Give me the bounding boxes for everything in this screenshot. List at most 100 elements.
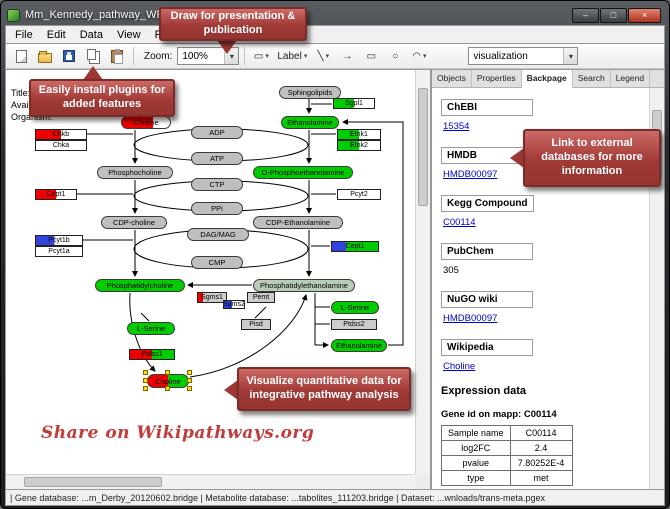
minimize-button[interactable]: –: [572, 7, 599, 23]
paste-icon: [111, 48, 123, 64]
pathway-node-choline[interactable]: Choline: [121, 116, 171, 129]
pathway-node-cdp-ethanolamine[interactable]: CDP-Ethanolamine: [253, 216, 343, 229]
tab-properties[interactable]: Properties: [472, 70, 522, 87]
database-link[interactable]: C00114: [443, 217, 476, 228]
label-tool-button[interactable]: Label▾: [274, 46, 310, 66]
table-cell: C00114: [509, 425, 573, 441]
datanode-tool-icon: ▭: [253, 50, 264, 62]
pathway-node-pemt[interactable]: Pemt: [247, 292, 275, 303]
pathway-node-ctp[interactable]: CTP: [191, 178, 243, 191]
paste-button[interactable]: [106, 46, 128, 66]
pathway-node-sgms2[interactable]: Sgms2: [223, 300, 245, 309]
rect-tool-button[interactable]: ▭: [360, 46, 382, 66]
pathway-node-ptdss2[interactable]: Ptdss2: [331, 319, 377, 330]
pathway-node-ppi[interactable]: PPi: [191, 202, 243, 215]
toolbar-separator: [133, 47, 134, 65]
tab-objects[interactable]: Objects: [432, 70, 472, 87]
pathway-node-phosphocholine[interactable]: Phosphocholine: [97, 166, 173, 179]
pathway-node-l-serine[interactable]: L-Serine: [331, 301, 379, 314]
pathway-node-chkb[interactable]: Chkb: [35, 129, 87, 140]
maximize-button[interactable]: □: [600, 7, 627, 23]
pathway-node-ethanolamine[interactable]: Ethanolamine: [331, 339, 387, 352]
toolbar-separator: [244, 47, 246, 65]
pathway-node-ptdss1[interactable]: Ptdss1: [129, 349, 175, 360]
arrow-tool-button[interactable]: →: [336, 46, 358, 66]
selection-handle[interactable]: [187, 370, 192, 375]
database-link[interactable]: 15354: [443, 121, 470, 132]
pathway-node-sgms1[interactable]: Sgms1: [197, 292, 227, 303]
pathway-node-pcyt2[interactable]: Pcyt2: [337, 189, 381, 200]
callout-draw: Draw for presentation & publication: [159, 7, 307, 41]
datanode-tool-button[interactable]: ▭▾: [250, 46, 272, 66]
scrollbar-thumb[interactable]: [418, 88, 428, 206]
selection-handle[interactable]: [143, 386, 148, 391]
tab-search[interactable]: Search: [573, 70, 611, 87]
gene-id-line: Gene id on mapp: C00114: [441, 409, 557, 420]
selection-handle[interactable]: [143, 370, 148, 375]
pathway-node-pcyt1b[interactable]: Pcyt1b: [35, 235, 83, 246]
database-link[interactable]: HMDB00097: [443, 169, 498, 180]
chevron-down-icon: [563, 48, 578, 64]
table-cell: log2FC: [441, 440, 511, 456]
line-tool-button[interactable]: ╲▾: [312, 46, 334, 66]
selection-handle[interactable]: [143, 378, 148, 383]
chevron-down-icon: ▾: [422, 53, 427, 60]
selection-handle[interactable]: [165, 370, 170, 375]
pathway-node-sphingolipids[interactable]: Sphingolipids: [279, 86, 341, 99]
pathway-node-etnk1[interactable]: Etnk1: [337, 129, 381, 140]
menu-file[interactable]: File: [15, 28, 33, 41]
open-button[interactable]: [34, 46, 56, 66]
menu-view[interactable]: View: [116, 28, 141, 41]
database-link[interactable]: Choline: [443, 361, 476, 372]
pathway-node-o-phosphoethanolamine[interactable]: O-Phosphoethanolamine: [253, 166, 353, 179]
pathway-node-phosphatidylcholine[interactable]: Phosphatidylcholine: [95, 279, 185, 292]
tab-backpage[interactable]: Backpage: [521, 70, 573, 88]
menu-edit[interactable]: Edit: [46, 28, 66, 41]
status-bar: | Gene database: ...m_Derby_20120602.bri…: [5, 490, 665, 506]
pathway-info-label: Title:: [11, 88, 31, 98]
pathway-node-l-serine[interactable]: L-Serine: [127, 322, 175, 335]
table-cell: met: [509, 470, 573, 486]
pathway-node-cmp[interactable]: CMP: [191, 256, 243, 269]
copy-button[interactable]: [82, 46, 104, 66]
database-header: PubChem: [441, 243, 533, 260]
pathway-edges[interactable]: [9, 72, 422, 478]
selection-handle[interactable]: [187, 378, 192, 383]
pathway-node-atp[interactable]: ATP: [191, 152, 243, 165]
table-cell: type: [441, 470, 511, 486]
pathway-node-etnk2[interactable]: Etnk2: [337, 140, 381, 151]
close-button[interactable]: ×: [628, 7, 661, 23]
pathway-node-chka[interactable]: Chka: [35, 140, 87, 151]
menu-data[interactable]: Data: [79, 28, 103, 41]
pathway-node-pisd[interactable]: Pisd: [241, 319, 271, 330]
arc-tool-button[interactable]: ◠▾: [408, 46, 430, 66]
pathway-node-sgpl1[interactable]: Sgpl1: [333, 98, 375, 109]
pathway-node-dag-mag[interactable]: DAG/MAG: [187, 228, 249, 241]
save-button[interactable]: [58, 46, 80, 66]
scrollbar-thumb[interactable]: [24, 477, 162, 487]
pathway-info-label: Organism:: [11, 112, 53, 122]
pathway-node-cept1[interactable]: Cept1: [331, 241, 379, 252]
pathway-node-adp[interactable]: ADP: [191, 126, 243, 139]
new-button[interactable]: [10, 46, 32, 66]
horizontal-scrollbar[interactable]: [6, 474, 415, 489]
pathway-node-ethanolamine[interactable]: Ethanolamine: [281, 116, 339, 129]
pathway-node-phosphatidylethanolamine[interactable]: Phosphatidylethanolamine: [253, 279, 355, 292]
tab-legend[interactable]: Legend: [611, 70, 651, 87]
title-bar[interactable]: Mm_Kennedy_pathway_WP1771_45176.gpml – □…: [5, 5, 665, 25]
visualization-select[interactable]: visualization: [468, 47, 579, 65]
open-icon: [38, 50, 52, 63]
selection-handle[interactable]: [165, 386, 170, 391]
pathway-node-cept1[interactable]: Cept1: [35, 189, 77, 200]
draw-tool-group: ▭▾Label▾╲▾→▭○◠▾: [250, 46, 430, 66]
oval-tool-button[interactable]: ○: [384, 46, 406, 66]
pathway-node-pcyt1a[interactable]: Pcyt1a: [35, 246, 83, 257]
pathway-node-cdp-choline[interactable]: CDP-choline: [101, 216, 167, 229]
database-link[interactable]: HMDB00097: [443, 313, 498, 324]
vertical-scrollbar[interactable]: [415, 70, 430, 474]
selection-handle[interactable]: [187, 386, 192, 391]
